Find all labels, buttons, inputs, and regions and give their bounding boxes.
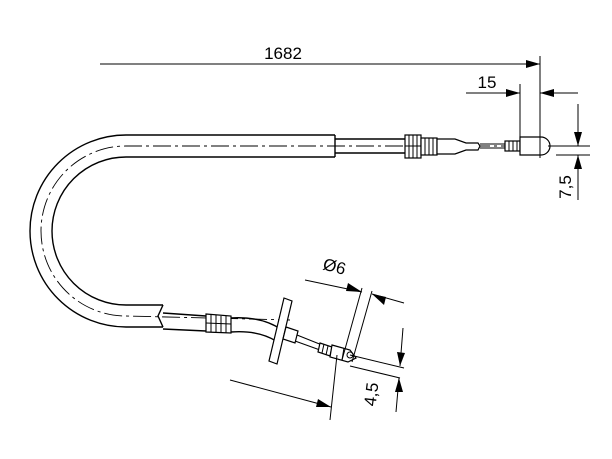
dimension-label-diameter: Ø6 (321, 255, 348, 279)
dimension-end-fitting-length: 15 (466, 73, 578, 137)
dimension-label-eye-offset: 4,5 (361, 381, 383, 407)
dimension-total-length: 1682 (100, 44, 541, 158)
lower-cable-end (162, 297, 357, 365)
dimension-eye-position (229, 354, 338, 421)
dimension-label-end-fitting-offset: 7,5 (556, 175, 575, 199)
upper-cable-end (335, 134, 551, 159)
upper-ferrule (436, 138, 481, 155)
dimension-label-total-length: 1682 (264, 44, 302, 63)
cable-sheath (29, 134, 548, 328)
dimension-eye-offset: 4,5 (349, 327, 405, 413)
dimension-end-fitting-offset: 7,5 (548, 104, 590, 200)
lower-flange-plate (268, 297, 293, 365)
dimension-label-end-fitting-length: 15 (478, 73, 497, 92)
upper-end-fitting (519, 136, 551, 156)
